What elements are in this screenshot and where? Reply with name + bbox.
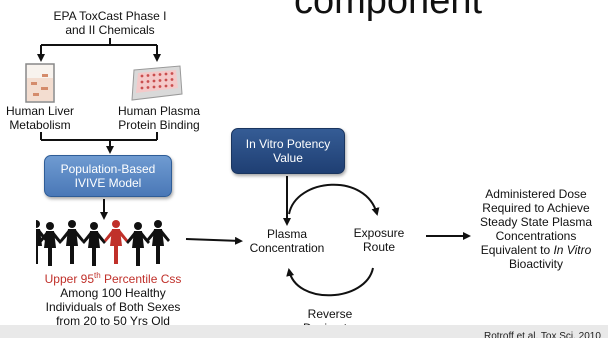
population-desc-2: Individuals of Both Sexes bbox=[45, 300, 181, 314]
exposure-line-2: Route bbox=[362, 240, 396, 254]
chemicals-label: EPA ToxCast Phase I and II Chemicals bbox=[30, 9, 190, 37]
well-plate-icon bbox=[131, 65, 183, 101]
potency-line-1: In Vitro Potency bbox=[245, 137, 331, 151]
people-icon bbox=[24, 220, 170, 266]
result-text: Administered Dose Required to Achieve St… bbox=[470, 187, 602, 271]
liver-metabolism-label: Human Liver Metabolism bbox=[0, 104, 82, 132]
population-desc-3: from 20 to 50 Yrs Old bbox=[56, 314, 170, 328]
potency-box: In Vitro Potency Value bbox=[231, 128, 345, 174]
population-figures bbox=[24, 220, 172, 268]
liver-line-1: Human Liver bbox=[5, 104, 75, 118]
potency-line-2: Value bbox=[273, 151, 303, 165]
percentile-sup: th bbox=[94, 271, 101, 280]
chemicals-line-1: EPA ToxCast Phase I bbox=[53, 9, 167, 23]
result-line-5-italic: In Vitro bbox=[553, 243, 592, 257]
cycle-arc-bottom bbox=[286, 267, 374, 297]
percentile-prefix: Upper 95 bbox=[44, 272, 94, 286]
footer-band bbox=[0, 325, 608, 338]
plasma-line-2: Protein Binding bbox=[118, 118, 200, 132]
percentile-suffix: Percentile Css bbox=[100, 272, 182, 286]
reverse-line-1: Reverse bbox=[307, 307, 353, 321]
result-line-4: Concentrations bbox=[495, 229, 577, 243]
footer-citation: Rotroff et al. Tox Sci. 2010 bbox=[484, 331, 601, 338]
liver-flask-icon bbox=[25, 63, 55, 103]
ivive-line-2: IVIVE Model bbox=[74, 176, 142, 190]
liver-line-2: Metabolism bbox=[9, 118, 71, 132]
population-desc-1: Among 100 Healthy bbox=[60, 286, 166, 300]
arrow-to-cycle bbox=[185, 236, 243, 245]
plasma-line-1: Human Plasma bbox=[117, 104, 201, 118]
ivive-model-box: Population-Based IVIVE Model bbox=[44, 155, 172, 197]
plasma-conc-line-1: Plasma bbox=[266, 227, 307, 241]
result-line-6: Bioactivity bbox=[508, 257, 564, 271]
ivive-line-1: Population-Based bbox=[60, 162, 156, 176]
exposure-line-1: Exposure bbox=[353, 226, 405, 240]
result-line-3: Steady State Plasma bbox=[479, 215, 593, 229]
exposure-route-label: Exposure Route bbox=[344, 226, 414, 254]
cycle-arc-top bbox=[288, 183, 380, 216]
population-text: Upper 95th Percentile Css Among 100 Heal… bbox=[18, 269, 208, 328]
result-line-5: Equivalent to In Vitro bbox=[470, 243, 602, 257]
chemicals-line-2: and II Chemicals bbox=[65, 23, 155, 37]
plasma-conc-line-2: Concentration bbox=[249, 241, 325, 255]
result-line-2: Required to Achieve bbox=[482, 201, 590, 215]
liver-metabolism-image bbox=[23, 62, 57, 104]
percentile-line: Upper 95th Percentile Css bbox=[18, 269, 208, 286]
result-line-5-prefix: Equivalent to bbox=[480, 243, 554, 257]
plasma-concentration-label: Plasma Concentration bbox=[246, 227, 328, 255]
slide-title: component bbox=[294, 0, 483, 22]
result-line-1: Administered Dose bbox=[485, 187, 587, 201]
plasma-binding-image bbox=[128, 64, 184, 106]
plasma-binding-label: Human Plasma Protein Binding bbox=[104, 104, 214, 132]
